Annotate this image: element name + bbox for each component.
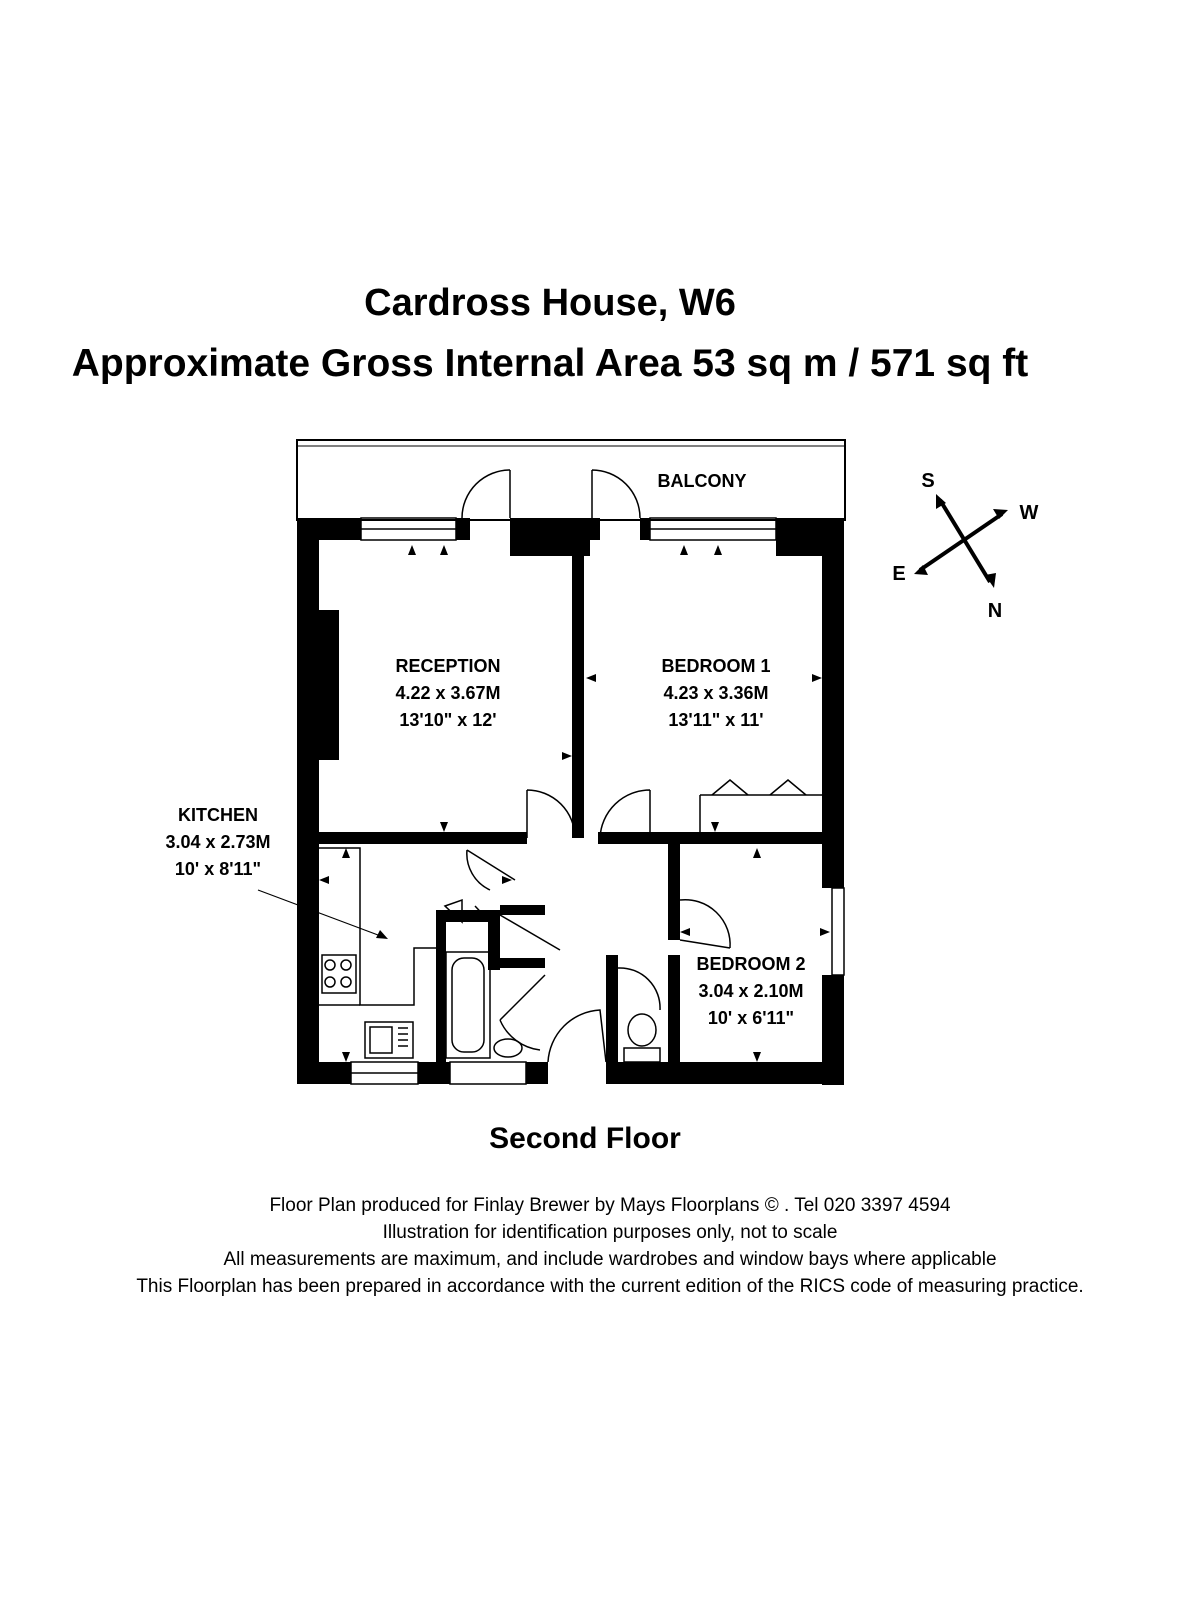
compass: S W E N bbox=[892, 470, 1038, 622]
reception-label: RECEPTION bbox=[395, 656, 500, 676]
footer-line-measurements: All measurements are maximum, and includ… bbox=[223, 1249, 997, 1270]
sink-bowl bbox=[369, 1026, 393, 1054]
hob-ring bbox=[340, 976, 352, 988]
kitchen-fittings bbox=[319, 847, 436, 1059]
hob bbox=[321, 954, 357, 994]
bedroom2-metric: 3.04 x 2.10M bbox=[698, 981, 803, 1001]
property-title: Cardross House, W6 bbox=[364, 282, 736, 324]
hob-ring bbox=[340, 959, 352, 971]
kitchen-imperial: 10' x 8'11" bbox=[175, 859, 261, 879]
footer-disclaimer: Floor Plan produced for Finlay Brewer by… bbox=[0, 1192, 1200, 1300]
toilet-bowl bbox=[627, 1013, 657, 1047]
windows bbox=[350, 517, 845, 1085]
kitchen-pointer-line bbox=[257, 889, 379, 936]
floor-label: Second Floor bbox=[489, 1122, 681, 1155]
compass-arrow-s bbox=[936, 494, 946, 509]
hob-ring bbox=[324, 976, 336, 988]
compass-arrow-e bbox=[914, 565, 928, 575]
sink bbox=[364, 1021, 414, 1059]
compass-label-w: W bbox=[1020, 502, 1039, 524]
outer-walls bbox=[297, 518, 844, 1085]
compass-arrow-n bbox=[985, 573, 996, 588]
compass-label-s: S bbox=[921, 470, 934, 492]
bath-inner bbox=[451, 957, 485, 1053]
footer-line-rics: This Floorplan has been prepared in acco… bbox=[136, 1276, 1084, 1297]
toilet-cistern bbox=[623, 1047, 661, 1063]
bath bbox=[445, 951, 491, 1059]
footer-line-credit: Floor Plan produced for Finlay Brewer by… bbox=[269, 1195, 951, 1216]
compass-we-axis bbox=[918, 512, 1004, 572]
reception-metric: 4.22 x 3.67M bbox=[395, 683, 500, 703]
kitchen-metric: 3.04 x 2.73M bbox=[165, 832, 270, 852]
kitchen-pointer-arrowhead bbox=[376, 930, 388, 939]
bedroom1-metric: 4.23 x 3.36M bbox=[663, 683, 768, 703]
bedroom1-imperial: 13'11" x 11' bbox=[668, 710, 763, 730]
reception-imperial: 13'10" x 12' bbox=[399, 710, 496, 730]
compass-label-e: E bbox=[892, 563, 905, 585]
measurement-arrows bbox=[319, 545, 830, 1062]
bedroom2-label: BEDROOM 2 bbox=[696, 954, 805, 974]
compass-label-n: N bbox=[988, 600, 1002, 622]
bathroom-fittings bbox=[445, 951, 661, 1063]
compass-arrow-w bbox=[993, 509, 1008, 519]
bedroom1-label: BEDROOM 1 bbox=[661, 656, 770, 676]
kitchen-label: KITCHEN bbox=[178, 805, 258, 825]
basin bbox=[493, 1038, 523, 1058]
area-summary: Approximate Gross Internal Area 53 sq m … bbox=[71, 342, 1029, 385]
balcony-label: BALCONY bbox=[658, 471, 747, 491]
balcony-outline bbox=[296, 439, 846, 521]
footer-line-illustration: Illustration for identification purposes… bbox=[382, 1222, 838, 1243]
wardrobe bbox=[699, 779, 822, 838]
door-swings bbox=[443, 469, 731, 1063]
bedroom2-imperial: 10' x 6'11" bbox=[708, 1008, 794, 1028]
hob-ring bbox=[324, 959, 336, 971]
